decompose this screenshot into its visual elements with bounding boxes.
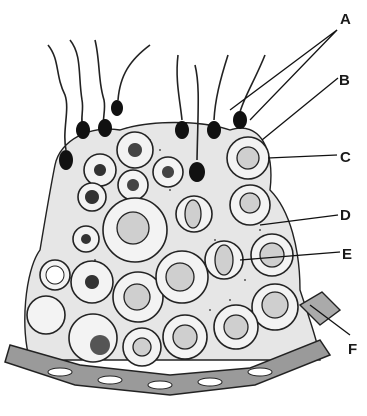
- label-e: E: [342, 246, 352, 263]
- label-a: A: [340, 11, 351, 28]
- spermatocyte-cell-c: [227, 137, 269, 179]
- label-f: F: [348, 341, 357, 358]
- label-c: C: [340, 149, 351, 166]
- part-labels: A B C D E F: [339, 11, 357, 358]
- label-b: B: [339, 72, 350, 89]
- label-d: D: [340, 207, 351, 224]
